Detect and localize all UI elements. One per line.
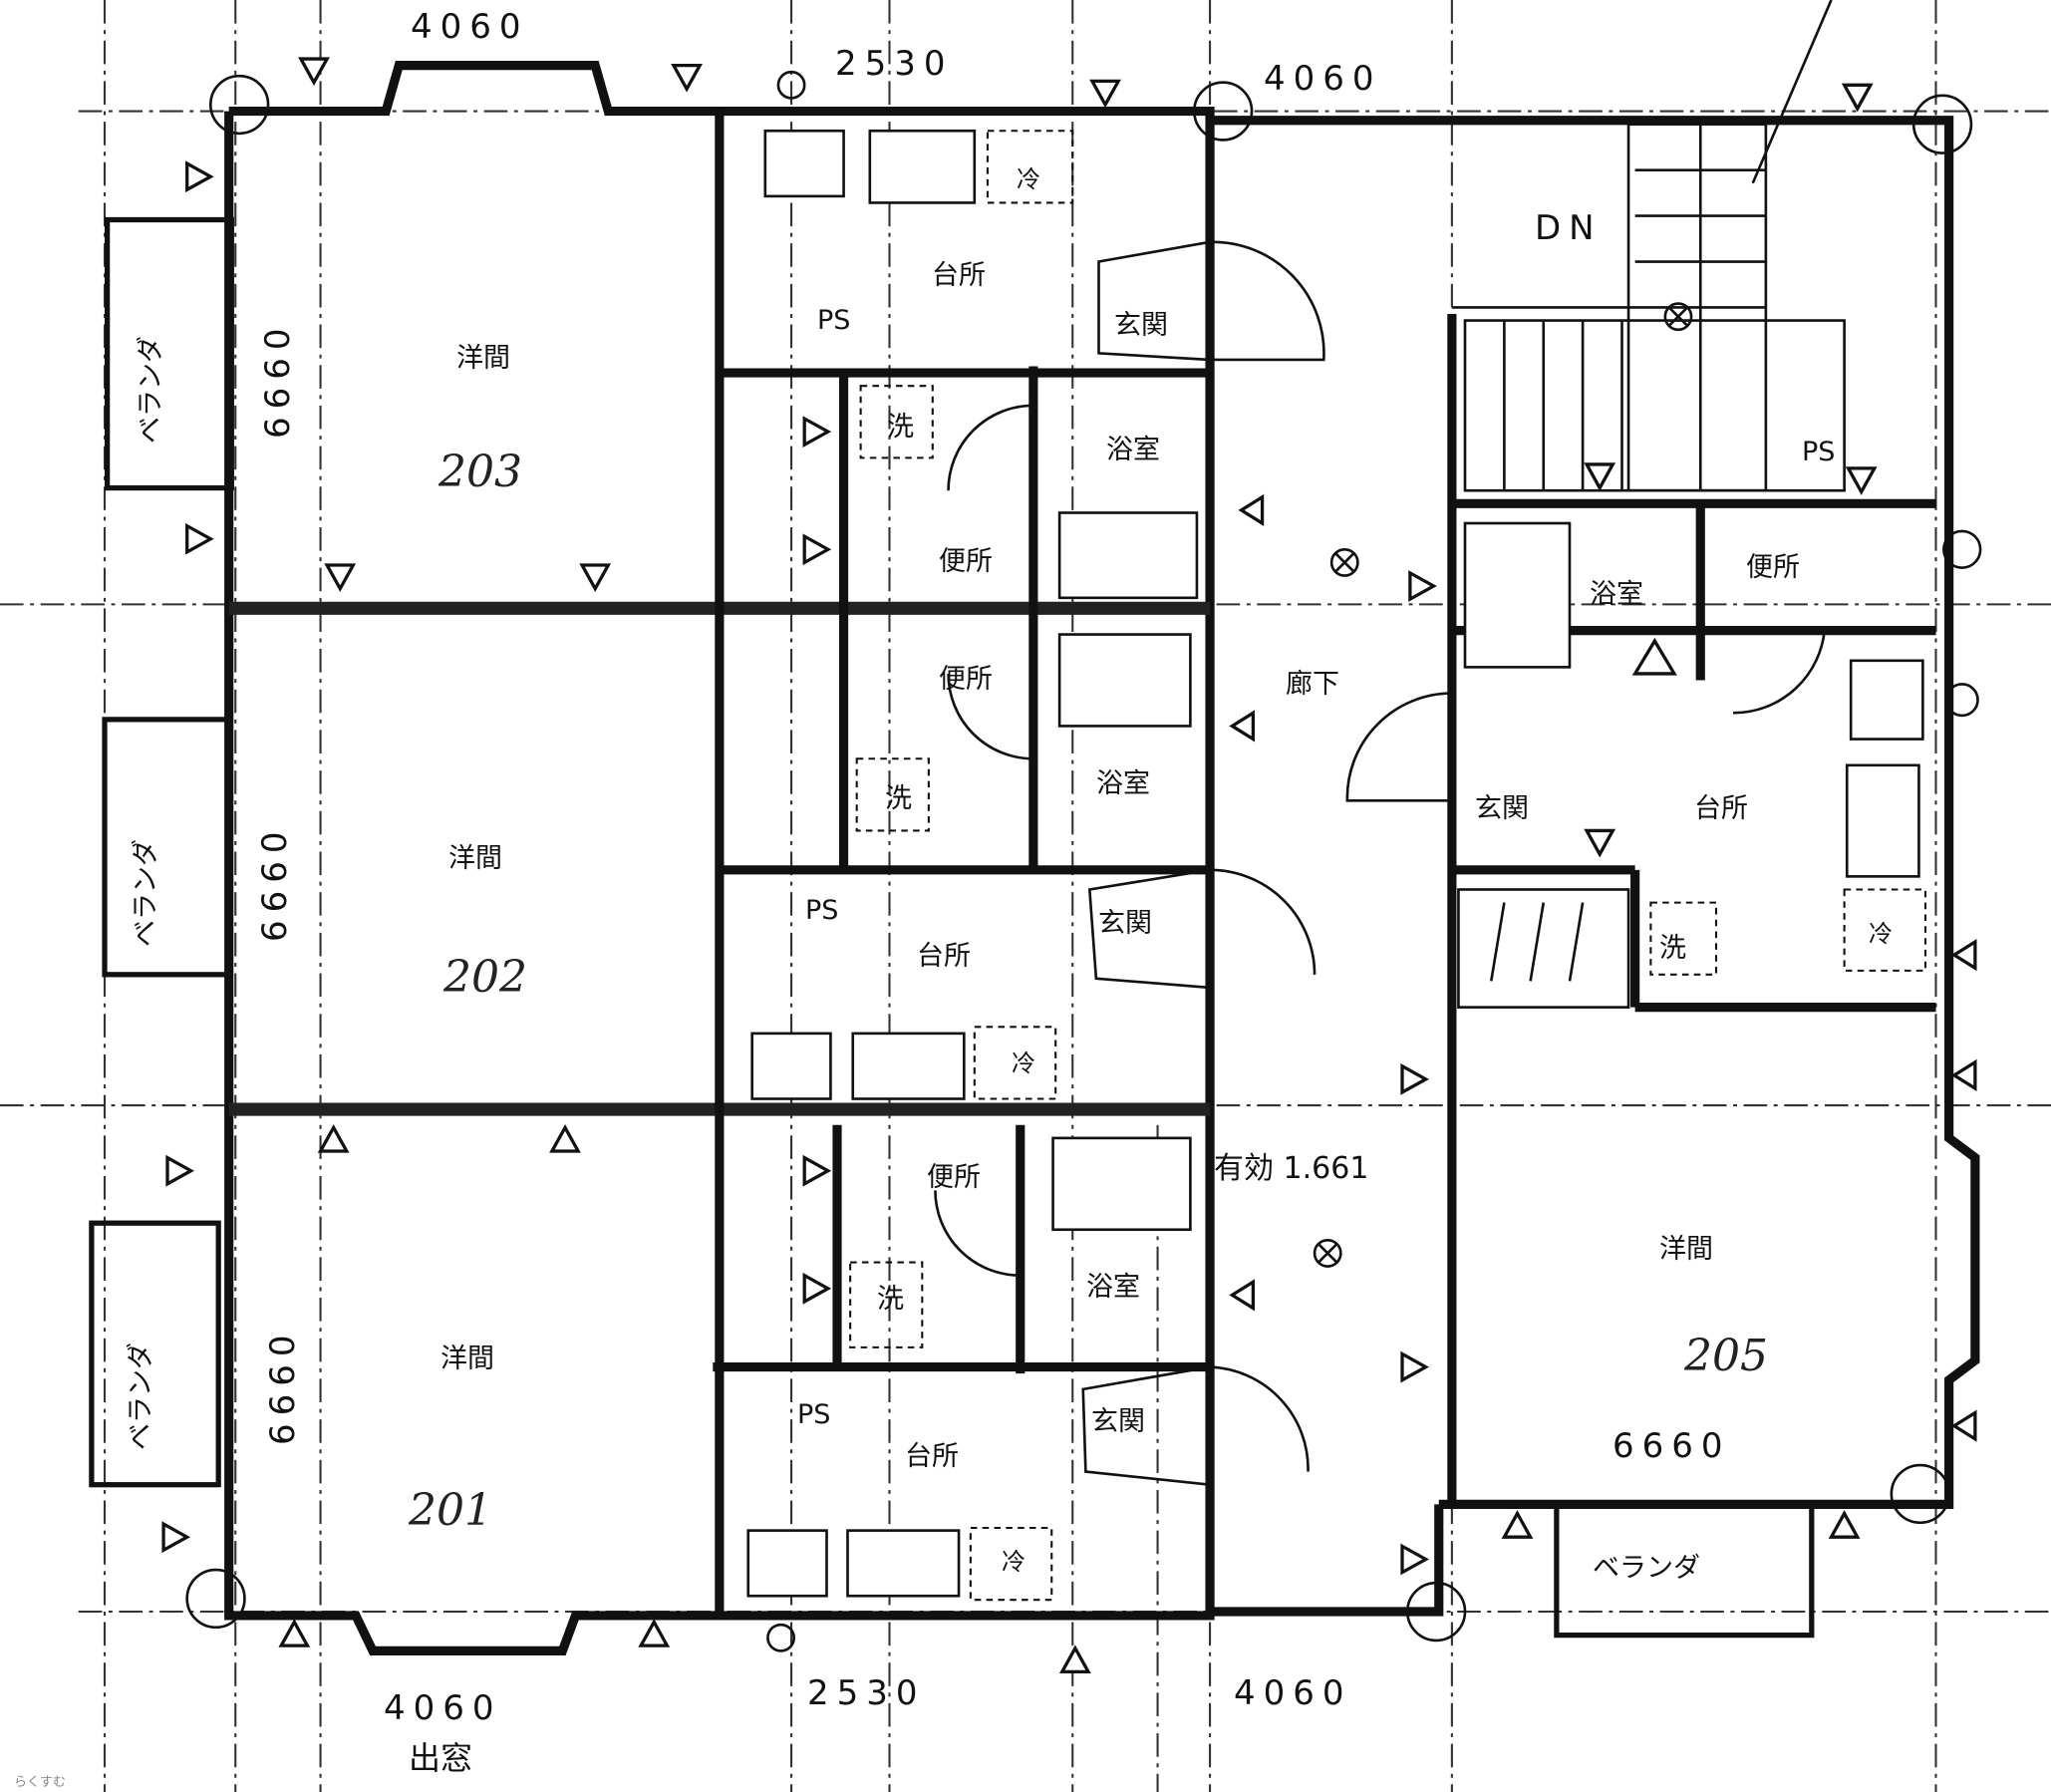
dim-bottom-right: 4060 bbox=[1234, 1673, 1352, 1713]
veranda-label: ベランダ bbox=[131, 839, 161, 947]
veranda-label: ベランダ bbox=[136, 336, 166, 444]
width-dim: 6660 bbox=[1612, 1426, 1731, 1466]
washer-label: 洗 bbox=[877, 1284, 904, 1315]
western-room-label: 洋間 bbox=[1659, 1234, 1713, 1265]
dim-top-left: 4060 bbox=[411, 7, 529, 47]
kitchen-label: 台所 bbox=[917, 941, 971, 972]
effective-width-label: 有効 1.661 bbox=[1214, 1151, 1368, 1186]
ps-label: PS bbox=[797, 1399, 830, 1430]
ps-label: PS bbox=[1802, 437, 1835, 467]
dim-bottom-left: 4060 bbox=[384, 1688, 502, 1728]
bathtub-201 bbox=[1051, 1136, 1192, 1232]
bath-label: 浴室 bbox=[1096, 768, 1150, 799]
bathtub-202 bbox=[1057, 633, 1192, 728]
washer-label: 洗 bbox=[1659, 933, 1686, 964]
sink-202 bbox=[851, 1032, 966, 1100]
unit-203: 洋間 203 6660 ベランダ 台所 PS 玄関 浴室 洗 便所 冷 bbox=[136, 165, 1168, 577]
unit-number: 202 bbox=[442, 952, 527, 1003]
stove-202 bbox=[750, 1032, 832, 1100]
sink-203 bbox=[868, 129, 977, 204]
toilet-label: 便所 bbox=[1746, 552, 1800, 583]
toilet-label: 便所 bbox=[939, 546, 993, 577]
veranda-label: ベランダ bbox=[1593, 1553, 1700, 1584]
fridge-label: 冷 bbox=[1002, 1548, 1026, 1576]
unit-number: 201 bbox=[408, 1485, 492, 1536]
toilet-label: 便所 bbox=[939, 664, 993, 695]
verandas bbox=[89, 216, 1815, 1639]
bay-window-label: 出窓 bbox=[409, 1739, 472, 1777]
fridge-label: 冷 bbox=[1012, 1049, 1035, 1077]
dim-top-mid: 2530 bbox=[835, 44, 954, 84]
washer-label: 洗 bbox=[887, 412, 914, 443]
common-area: 廊下 DN 有効 1.661 bbox=[1214, 208, 1603, 1186]
bath-label: 浴室 bbox=[1086, 1272, 1140, 1303]
washer-label: 洗 bbox=[885, 783, 912, 814]
bathtub-205 bbox=[1463, 521, 1572, 669]
depth-dim: 6660 bbox=[263, 1327, 303, 1445]
kitchen-label: 台所 bbox=[1694, 793, 1748, 824]
dim-bottom-mid: 2530 bbox=[807, 1673, 926, 1713]
sink-201 bbox=[846, 1529, 961, 1598]
unit-205: 洋間 205 6660 ベランダ 台所 PS 玄関 浴室 洗 便所 冷 bbox=[1475, 437, 1893, 1584]
watermark: らくすむ bbox=[14, 1775, 66, 1790]
kitchen-label: 台所 bbox=[932, 260, 986, 291]
entrance-label: 玄関 bbox=[1475, 793, 1529, 824]
entrance-label: 玄関 bbox=[1114, 310, 1168, 341]
stove-203 bbox=[763, 129, 845, 198]
bath-label: 浴室 bbox=[1106, 435, 1160, 465]
staircase bbox=[1457, 0, 1846, 1009]
unit-201: 洋間 201 6660 ベランダ 台所 PS 玄関 浴室 洗 便所 冷 bbox=[126, 1162, 1145, 1576]
stove-201 bbox=[746, 1529, 828, 1598]
doors bbox=[934, 240, 1827, 1487]
stairs-down-label: DN bbox=[1535, 208, 1603, 248]
sink-205 bbox=[1845, 763, 1920, 878]
triangle-markers bbox=[161, 57, 1977, 1674]
walls bbox=[224, 61, 1980, 1655]
unit-202: 洋間 202 6660 ベランダ 台所 PS 玄関 浴室 洗 便所 冷 bbox=[131, 664, 1152, 1077]
toilet-label: 便所 bbox=[927, 1162, 981, 1193]
unit-number: 203 bbox=[438, 447, 522, 497]
bath-label: 浴室 bbox=[1590, 579, 1643, 610]
stove-205 bbox=[1849, 659, 1924, 741]
entrance-label: 玄関 bbox=[1091, 1406, 1145, 1437]
bathtub-203 bbox=[1057, 511, 1199, 600]
ps-label: PS bbox=[817, 305, 850, 336]
dimension-labels: 4060 2530 4060 4060 出窓 2530 4060 bbox=[384, 7, 1382, 1777]
ps-label: PS bbox=[805, 895, 838, 926]
depth-dim: 6660 bbox=[255, 823, 295, 942]
dim-top-right: 4060 bbox=[1264, 59, 1382, 99]
western-room-label: 洋間 bbox=[456, 343, 510, 374]
entrance-label: 玄関 bbox=[1098, 908, 1152, 939]
veranda-label: ベランダ bbox=[126, 1343, 156, 1450]
corridor-label: 廊下 bbox=[1286, 669, 1339, 700]
fixtures bbox=[746, 129, 1927, 1602]
western-room-label: 洋間 bbox=[440, 1344, 494, 1374]
unit-number: 205 bbox=[1683, 1331, 1768, 1381]
fridge-label: 冷 bbox=[1017, 165, 1040, 193]
western-room-label: 洋間 bbox=[448, 843, 502, 874]
kitchen-label: 台所 bbox=[905, 1441, 959, 1472]
ceiling-lights bbox=[1313, 302, 1693, 1268]
depth-dim: 6660 bbox=[258, 320, 298, 439]
fridge-label: 冷 bbox=[1869, 920, 1893, 948]
